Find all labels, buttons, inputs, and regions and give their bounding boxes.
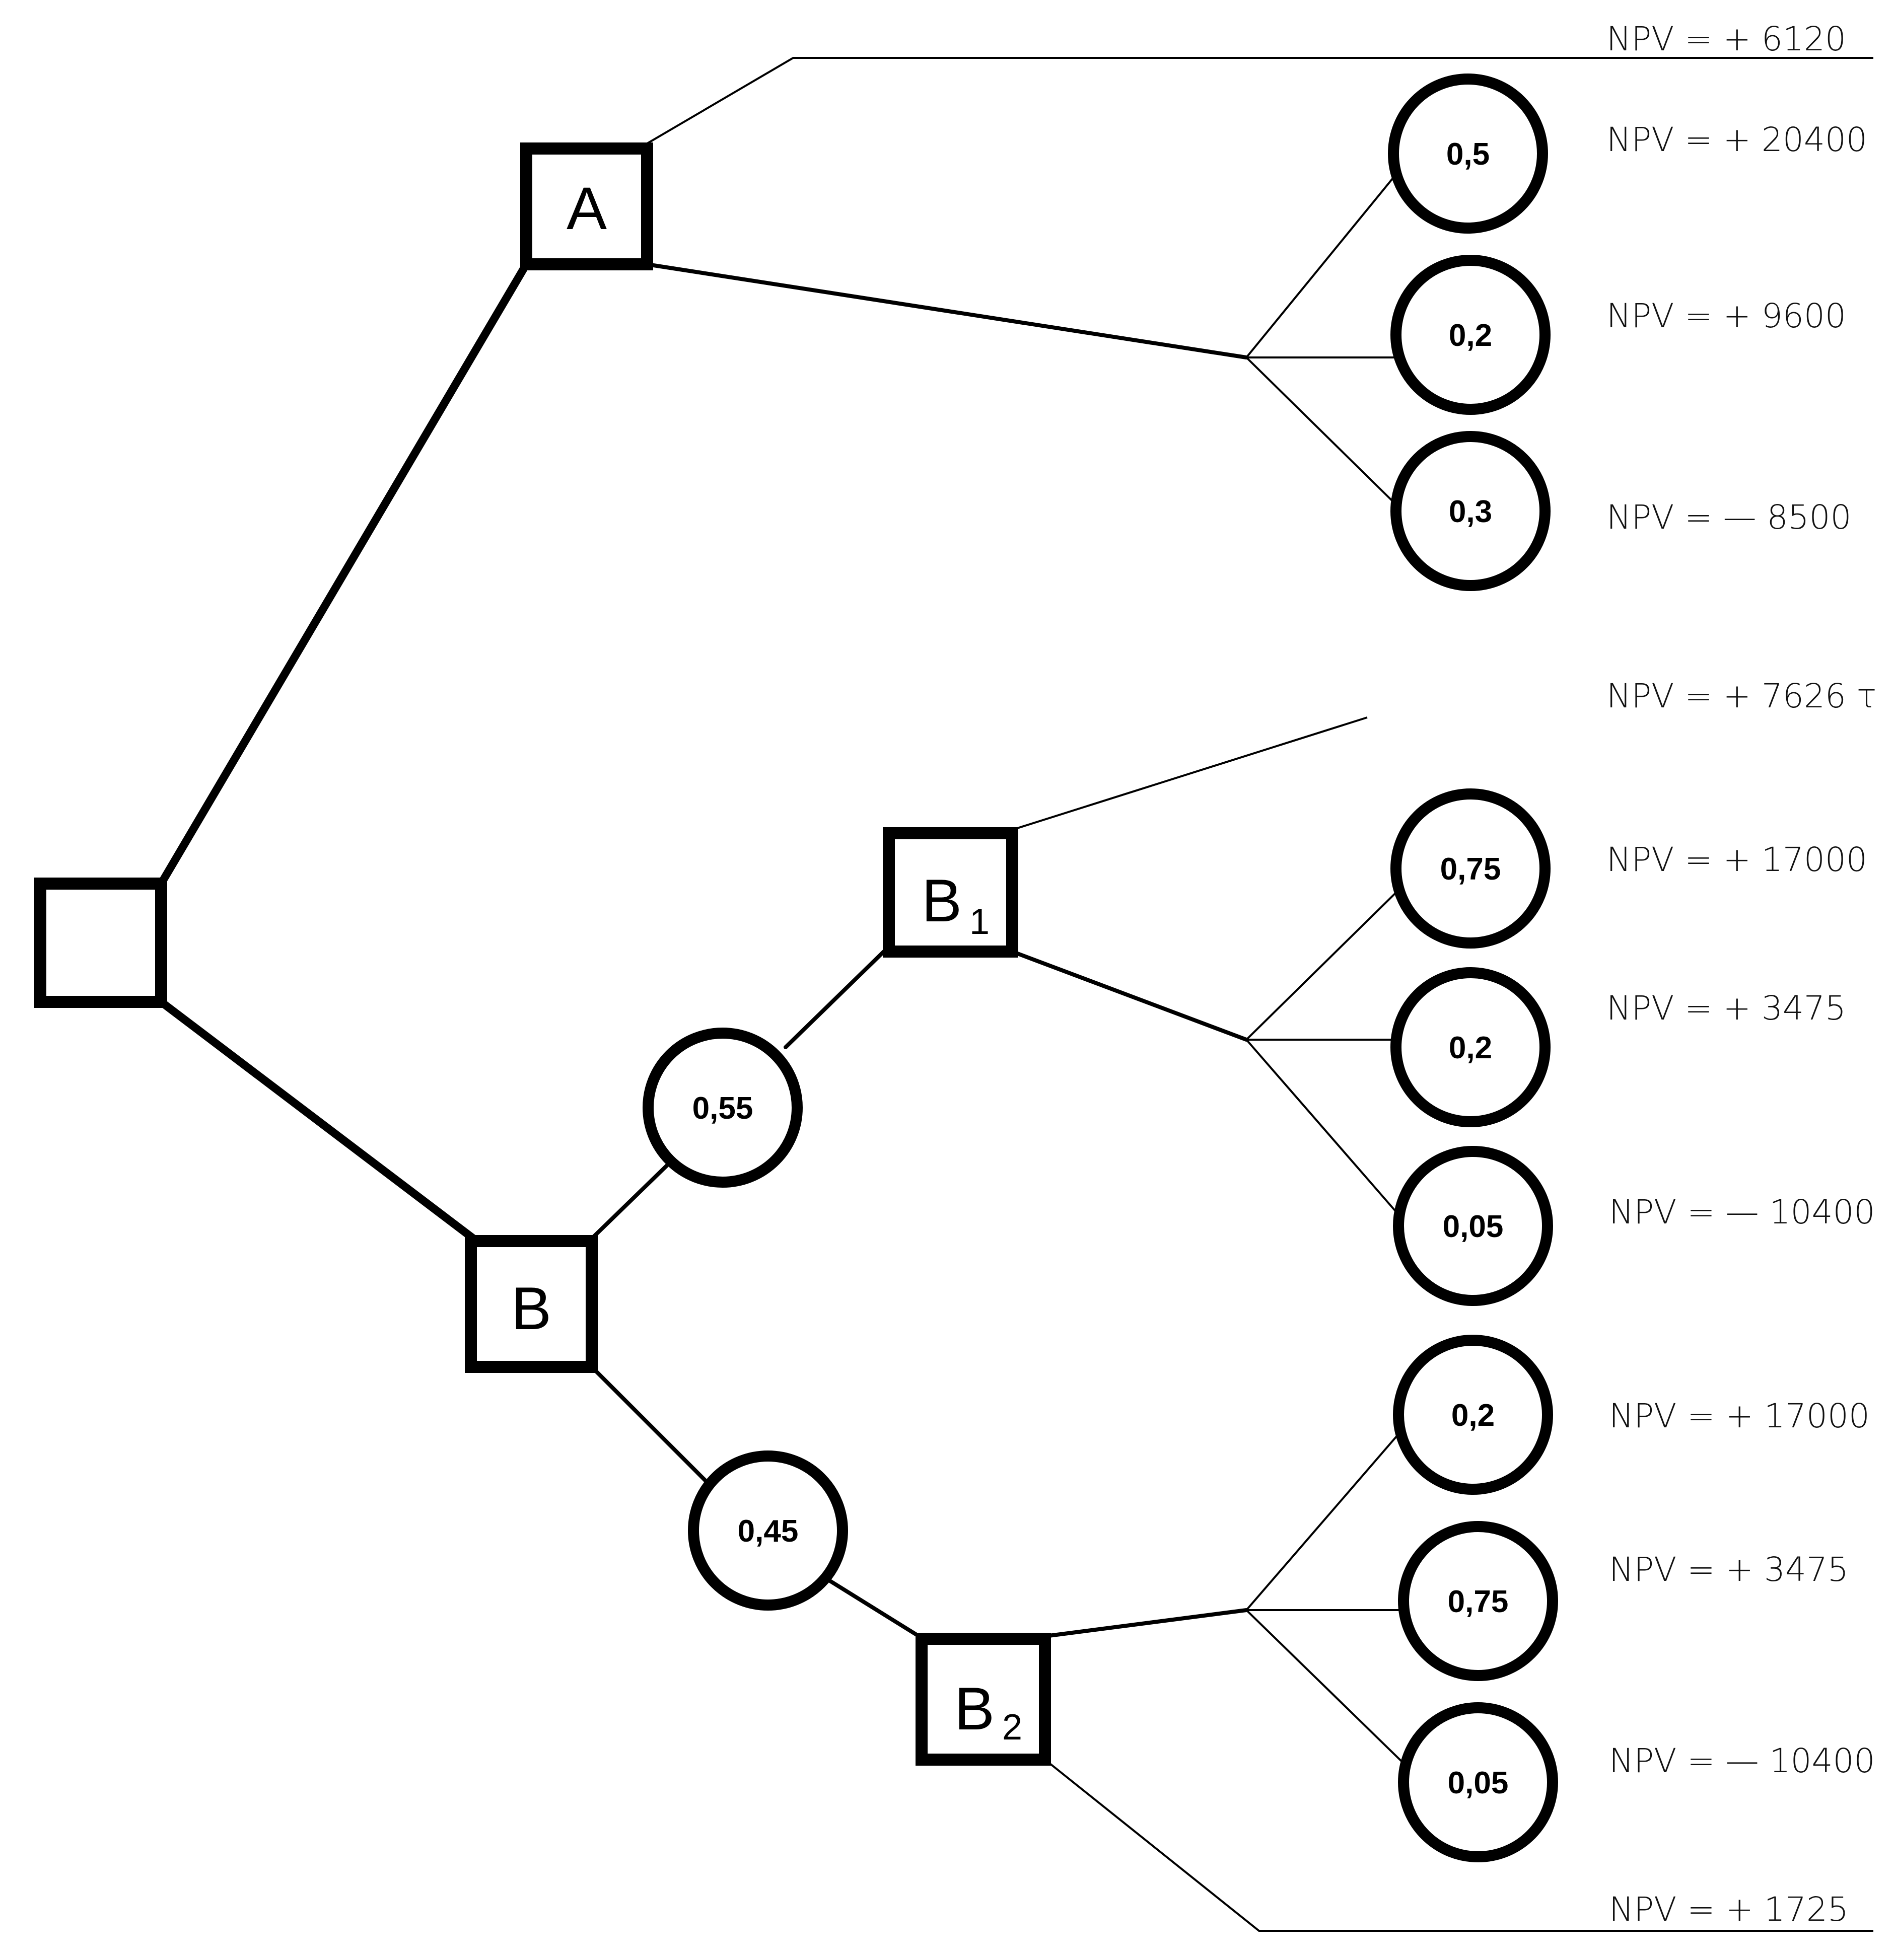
edge-lower-b2	[824, 1576, 921, 1638]
edge-b1-chance	[1010, 950, 1248, 1042]
edge-root-a	[157, 260, 530, 888]
outcome-b2-1: 0,2	[1393, 1335, 1553, 1495]
svg-text:0,55: 0,55	[692, 1091, 753, 1126]
edge-b1-fan-3	[1245, 1039, 1398, 1214]
svg-text:0,75: 0,75	[1440, 852, 1501, 887]
svg-text:B: B	[954, 1675, 995, 1743]
outcome-b1-1: 0,75	[1390, 788, 1551, 949]
chance-node-b-lower: 0,45	[688, 1450, 848, 1611]
outcome-b1-3: 0,05	[1393, 1146, 1553, 1306]
outcome-a-3: 0,3	[1390, 431, 1551, 591]
npv-b1-top: NPV = + 7626 τ	[1606, 677, 1877, 715]
svg-text:1: 1	[969, 902, 990, 942]
decision-node-b2: B 2	[916, 1633, 1051, 1766]
edge-root-b	[157, 998, 477, 1243]
svg-text:2: 2	[1002, 1707, 1022, 1748]
outcome-a-1: 0,5	[1388, 74, 1548, 234]
outcome-b2-2: 0,75	[1398, 1521, 1558, 1681]
npv-b1-1: NPV = + 17000	[1606, 840, 1867, 879]
decision-node-root	[34, 878, 167, 1008]
edge-b-upper	[590, 1151, 682, 1241]
npv-a-2: NPV = + 9600	[1606, 297, 1846, 335]
npv-a-1: NPV = + 20400	[1606, 120, 1867, 159]
npv-b2-2: NPV = + 3475	[1609, 1550, 1849, 1589]
outcome-b2-3: 0,05	[1398, 1702, 1558, 1862]
edge-b-lower	[590, 1365, 707, 1482]
decision-node-b1: B 1	[883, 827, 1018, 958]
svg-text:A: A	[567, 175, 607, 242]
decision-node-a: A	[520, 142, 653, 270]
edge-a-top	[646, 57, 1873, 144]
svg-text:0,05: 0,05	[1443, 1209, 1504, 1244]
npv-a-3: NPV = — 8500	[1606, 498, 1852, 537]
npv-b1-3: NPV = — 10400	[1609, 1193, 1875, 1231]
svg-text:0,3: 0,3	[1449, 494, 1492, 529]
npv-b1-2: NPV = + 3475	[1606, 989, 1846, 1028]
npv-b2-bottom: NPV = + 1725	[1609, 1890, 1849, 1929]
svg-text:B: B	[922, 867, 962, 934]
chance-node-b-upper: 0,55	[643, 1028, 803, 1188]
npv-a-top: NPV = + 6120	[1606, 20, 1846, 58]
edge-b2-fan-1	[1245, 1431, 1401, 1611]
npv-b2-1: NPV = + 17000	[1609, 1397, 1870, 1435]
npv-b2-3: NPV = — 10400	[1609, 1741, 1875, 1780]
edge-a-fan-1	[1245, 178, 1393, 358]
edge-a-fan-3	[1245, 356, 1396, 504]
edge-b1-top	[1017, 716, 1368, 829]
svg-text:0,75: 0,75	[1448, 1584, 1509, 1619]
svg-text:0,2: 0,2	[1451, 1398, 1495, 1433]
edge-a-chance	[645, 262, 1248, 359]
svg-text:0,2: 0,2	[1449, 1031, 1492, 1065]
svg-text:0,05: 0,05	[1448, 1766, 1509, 1800]
svg-text:0,2: 0,2	[1449, 318, 1492, 353]
edge-b2-fan-3	[1245, 1609, 1406, 1766]
edge-b2-bottom	[1044, 1759, 1873, 1932]
edge-b2-chance	[1043, 1608, 1248, 1638]
outcome-b1-2: 0,2	[1390, 967, 1551, 1127]
svg-text:B: B	[511, 1275, 551, 1342]
edge-upper-b1	[784, 950, 886, 1049]
svg-text:0,45: 0,45	[738, 1514, 799, 1549]
edge-b1-fan-1	[1245, 890, 1398, 1041]
decision-node-b: B	[465, 1235, 598, 1373]
outcome-a-2: 0,2	[1390, 255, 1551, 415]
svg-text:0,5: 0,5	[1446, 137, 1490, 172]
